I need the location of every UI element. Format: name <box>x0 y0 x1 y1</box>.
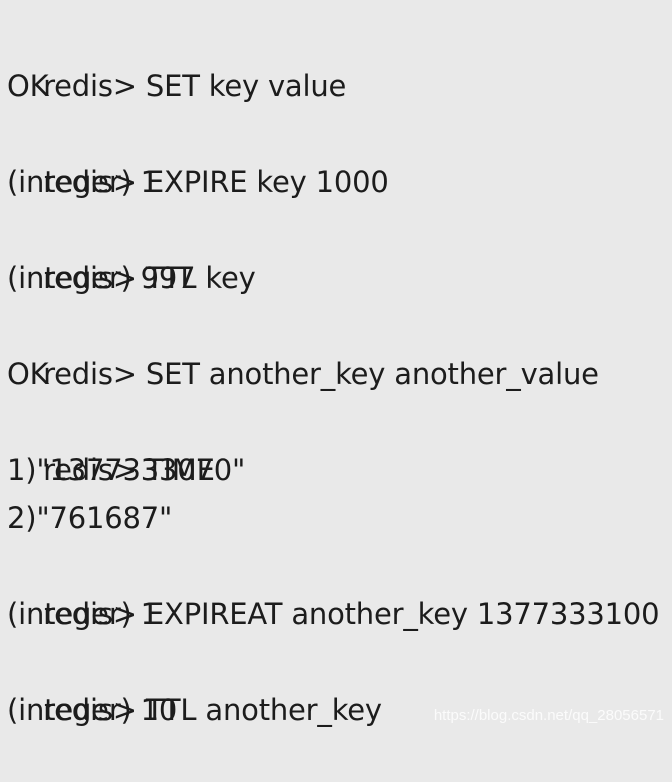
redis-command: EXPIREAT another_key 1377333100 <box>145 597 660 631</box>
redis-prompt: redis> <box>43 597 146 631</box>
redis-prompt: redis> <box>43 165 146 199</box>
redis-command: TTL another_key <box>145 693 382 727</box>
redis-prompt: redis> <box>43 357 146 391</box>
redis-command: TTL key <box>145 261 256 295</box>
redis-prompt: redis> <box>43 693 146 727</box>
terminal-line-output: OK <box>7 357 49 391</box>
terminal-line-command: redis> EXPIRE key 1000 <box>7 110 672 199</box>
terminal-line-output: (integer) 997 <box>7 261 196 295</box>
terminal-line-command: redis> TTL another_key <box>7 638 672 727</box>
redis-prompt: redis> <box>43 69 146 103</box>
redis-command: SET another_key another_value <box>145 357 599 391</box>
terminal-line-output: 1)"1377333070" <box>7 453 246 487</box>
terminal-line-output: (integer) 10 <box>7 693 178 727</box>
terminal-line-output: OK <box>7 69 49 103</box>
terminal-line-output: (integer) 1 <box>7 165 159 199</box>
terminal-line-command: redis> TIME <box>7 398 672 487</box>
terminal-line-command: redis> EXPIREAT another_key 1377333100 <box>7 542 672 631</box>
terminal-line-command: redis> SET key value <box>7 14 672 103</box>
redis-prompt: redis> <box>43 261 146 295</box>
redis-terminal-output: redis> SET key value OK redis> EXPIRE ke… <box>7 14 672 727</box>
terminal-line-output: (integer) 1 <box>7 597 159 631</box>
redis-prompt: redis> <box>43 453 146 487</box>
redis-command: TIME <box>145 453 215 487</box>
watermark-url: https://blog.csdn.net/qq_28056571 <box>433 707 664 724</box>
redis-command: SET key value <box>145 69 347 103</box>
terminal-line-output: 2)"761687" <box>7 501 173 535</box>
terminal-line-command: redis> SET another_key another_value <box>7 302 672 391</box>
redis-command: EXPIRE key 1000 <box>145 165 389 199</box>
terminal-line-command: redis> TTL key <box>7 206 672 295</box>
